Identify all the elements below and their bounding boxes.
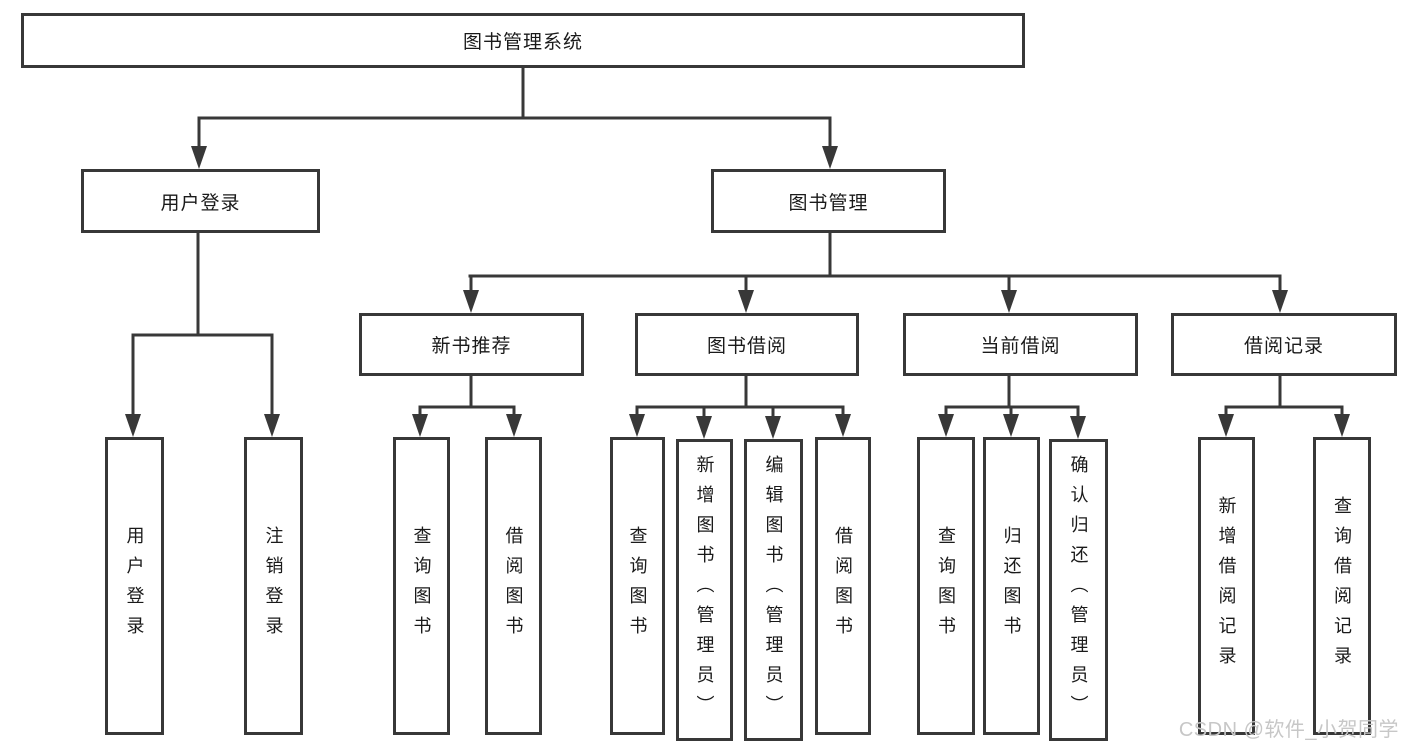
leaf-query-books-current: 查询图书	[917, 437, 975, 735]
leaf-borrow-books-borrowing-label: 借阅图书	[833, 526, 853, 646]
node-new-book-recommend: 新书推荐	[359, 313, 584, 376]
node-user-login-label: 用户登录	[160, 192, 241, 214]
csdn-watermark: CSDN @软件_小贺同学	[1178, 719, 1399, 741]
leaf-logout: 注销登录	[244, 437, 303, 735]
leaf-query-books-recommend-label: 查询图书	[411, 526, 432, 646]
leaf-confirm-return-admin-label: 确认归还（管理员）	[1068, 455, 1089, 725]
leaf-return-books-label: 归还图书	[1001, 526, 1022, 646]
leaf-user-login-label: 用户登录	[124, 526, 145, 646]
leaf-query-borrow-record-label: 查询借阅记录	[1332, 496, 1352, 676]
connector-book-management-branch	[463, 233, 1288, 313]
node-user-login: 用户登录	[81, 169, 320, 233]
leaf-add-books-admin: 新增图书（管理员）	[676, 439, 733, 741]
leaf-add-borrow-record-label: 新增借阅记录	[1216, 496, 1237, 676]
connector-new-book-recommend-branch	[412, 376, 522, 437]
connector-user-login-branch	[125, 233, 280, 437]
node-current-borrowing-label: 当前借阅	[980, 336, 1061, 357]
node-borrowing-records: 借阅记录	[1171, 313, 1397, 376]
leaf-edit-books-admin-label: 编辑图书（管理员）	[763, 455, 784, 725]
connector-book-borrowing-branch	[629, 376, 851, 439]
node-current-borrowing: 当前借阅	[903, 313, 1138, 376]
node-book-management-label: 图书管理	[788, 192, 869, 214]
leaf-query-books-current-label: 查询图书	[936, 526, 956, 646]
leaf-borrow-books-borrowing: 借阅图书	[815, 437, 871, 735]
node-book-management: 图书管理	[711, 169, 946, 233]
leaf-edit-books-admin: 编辑图书（管理员）	[744, 439, 803, 741]
connector-root-to-level2	[191, 68, 838, 169]
leaf-query-books-borrowing-label: 查询图书	[627, 526, 648, 646]
node-root-label: 图书管理系统	[462, 32, 583, 53]
leaf-return-books: 归还图书	[983, 437, 1040, 735]
leaf-query-books-borrowing: 查询图书	[610, 437, 665, 735]
leaf-query-borrow-record: 查询借阅记录	[1313, 437, 1371, 735]
connector-current-borrowing-branch	[938, 376, 1086, 439]
connector-borrowing-records-branch	[1218, 376, 1350, 437]
leaf-borrow-books-recommend: 借阅图书	[485, 437, 542, 735]
leaf-add-borrow-record: 新增借阅记录	[1198, 437, 1255, 735]
node-book-borrowing: 图书借阅	[635, 313, 859, 376]
leaf-add-books-admin-label: 新增图书（管理员）	[694, 455, 715, 725]
leaf-user-login: 用户登录	[105, 437, 164, 735]
leaf-query-books-recommend: 查询图书	[393, 437, 450, 735]
leaf-borrow-books-recommend-label: 借阅图书	[503, 526, 524, 646]
leaf-logout-label: 注销登录	[263, 526, 284, 646]
node-book-borrowing-label: 图书借阅	[706, 336, 787, 357]
node-borrowing-records-label: 借阅记录	[1243, 336, 1324, 357]
leaf-confirm-return-admin: 确认归还（管理员）	[1049, 439, 1108, 741]
node-root: 图书管理系统	[21, 13, 1025, 68]
node-new-book-recommend-label: 新书推荐	[431, 336, 512, 357]
